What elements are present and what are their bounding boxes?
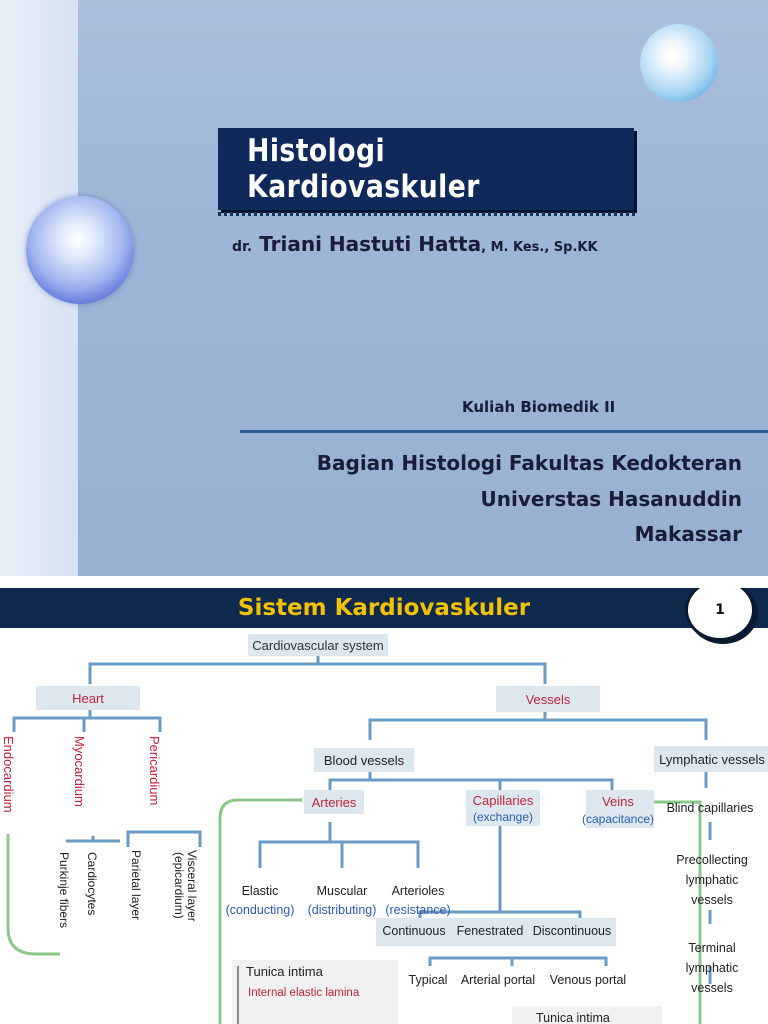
box-heart: Heart: [36, 686, 140, 710]
epicardium-label: (epicardium): [172, 852, 186, 919]
terminal-label: vessels: [691, 981, 733, 995]
tunica-intima-label-2: Tunica intima: [536, 1011, 610, 1024]
capillaries-label: Capillaries: [473, 793, 534, 808]
slide-banner: Sistem Kardiovaskuler: [0, 588, 768, 628]
endocardium-label: Endocardium: [1, 736, 16, 813]
precollecting-label: vessels: [691, 893, 733, 907]
box-vessels: Vessels: [496, 686, 600, 712]
veins-label: Veins: [602, 794, 634, 809]
background-panel: [78, 0, 768, 576]
box-capillary-types: Continuous Fenestrated Discontinuous: [376, 918, 616, 946]
cardiovascular-diagram: Cardiovascular system Heart Vessels Endo…: [1, 634, 768, 1024]
box-root: Cardiovascular system: [248, 634, 388, 656]
institution-line: Makassar: [634, 522, 742, 546]
myocardium-label: Myocardium: [72, 736, 87, 807]
continuous-label: Continuous: [382, 924, 445, 938]
slide-title: Sistem Kardiovaskuler: [237, 595, 531, 621]
pericardium-label: Pericardium: [147, 736, 162, 805]
decorative-bubble-icon: [640, 24, 718, 102]
author-prefix: dr.: [232, 239, 253, 255]
precollecting-label: Precollecting: [676, 853, 748, 867]
muscular-note: (distributing): [308, 903, 377, 917]
purkinje-label: Purkinje fibers: [57, 852, 71, 928]
venous-portal-label: Venous portal: [550, 973, 626, 987]
author-suffix: , M. Kes., Sp.KK: [481, 240, 598, 255]
institution-line: Bagian Histologi Fakultas Kedokteran: [316, 451, 742, 475]
decorative-bubble-icon: [26, 196, 134, 304]
terminal-label: Terminal: [688, 941, 735, 955]
page-number-badge: 1: [685, 588, 755, 641]
divider: [240, 430, 768, 433]
arteries-label: Arteries: [312, 795, 357, 810]
tunica-box-1: Tunica intima Internal elastic lamina: [232, 960, 398, 1024]
green-links: [6, 798, 702, 1024]
institution-line: Universtas Hasanuddin: [480, 487, 742, 511]
box-arteries: Arteries: [304, 790, 364, 814]
author-name: Triani Hastuti Hatta: [252, 232, 482, 256]
vessels-label: Vessels: [526, 692, 571, 707]
heart-label: Heart: [72, 691, 104, 706]
elastic-label: Elastic: [242, 884, 279, 898]
title-slide: Histologi Kardiovaskuler dr. Triani Hast…: [0, 0, 768, 576]
root-label: Cardiovascular system: [252, 638, 384, 653]
muscular-label: Muscular: [317, 884, 368, 898]
terminal-label: lymphatic: [686, 961, 739, 975]
blood-vessels-label: Blood vessels: [324, 753, 405, 768]
elastic-note: (conducting): [226, 903, 295, 917]
tunica-box-2: Tunica intima: [512, 1006, 662, 1024]
title-box: Histologi Kardiovaskuler: [218, 128, 634, 210]
box-capillaries: Capillaries (exchange): [466, 790, 540, 826]
fenestrated-label: Fenestrated: [457, 924, 524, 938]
lymphatic-label: Lymphatic vessels: [659, 752, 765, 767]
author-line: dr. Triani Hastuti Hatta, M. Kes., Sp.KK: [232, 232, 598, 256]
precollecting-label: lymphatic: [686, 873, 739, 887]
arterial-portal-label: Arterial portal: [461, 973, 535, 987]
arterioles-label: Arterioles: [392, 884, 445, 898]
cardiocytes-label: Cardiocytes: [85, 852, 99, 915]
visceral-label: Visceral layer: [185, 850, 199, 922]
typical-label: Typical: [409, 973, 448, 987]
veins-note: (capacitance): [582, 812, 654, 826]
title-underline: [218, 212, 638, 216]
blind-capillaries-label: Blind capillaries: [667, 801, 754, 815]
arterioles-note: (resistance): [385, 903, 450, 917]
capillaries-note: (exchange): [473, 810, 533, 824]
box-veins: Veins (capacitance): [582, 790, 654, 828]
diagram-slide: Sistem Kardiovaskuler 1: [0, 588, 768, 1024]
course-label: Kuliah Biomedik II: [462, 398, 616, 416]
slide-title: Histologi Kardiovaskuler: [247, 133, 480, 205]
box-blood-vessels: Blood vessels: [314, 748, 414, 772]
parietal-label: Parietal layer: [129, 850, 143, 920]
elastic-lamina-label: Internal elastic lamina: [248, 987, 360, 999]
discontinuous-label: Discontinuous: [533, 924, 612, 938]
tunica-intima-label: Tunica intima: [246, 964, 324, 979]
box-lymphatic: Lymphatic vessels: [654, 746, 768, 772]
